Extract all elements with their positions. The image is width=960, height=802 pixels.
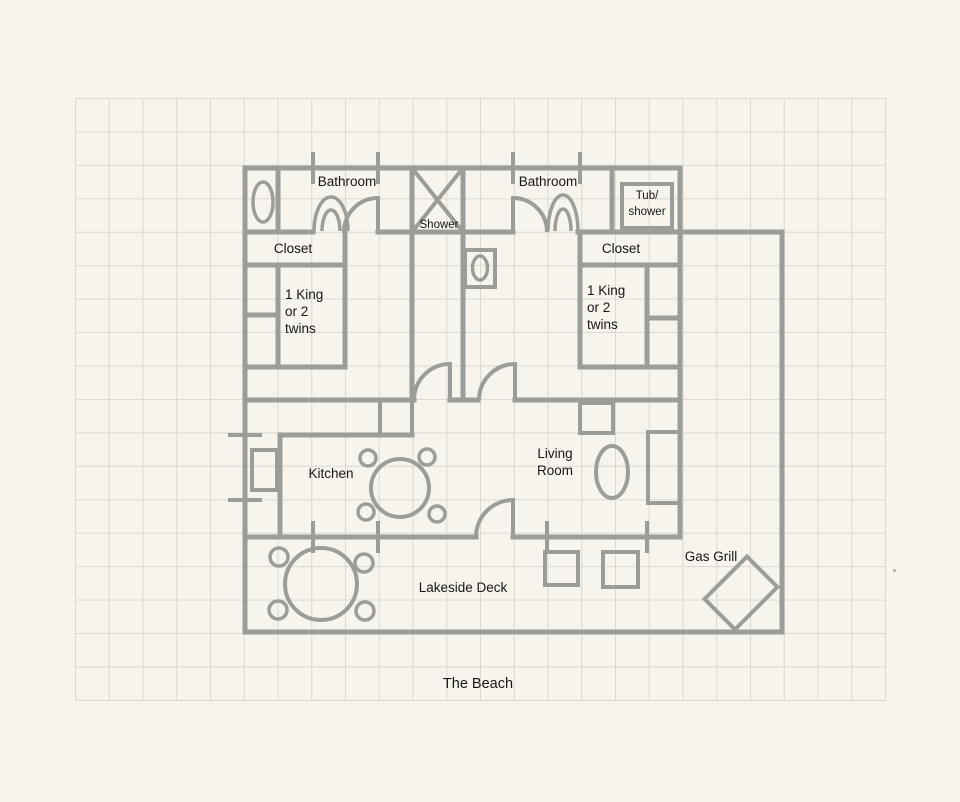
- deck-seat-square: [543, 550, 580, 587]
- hall-right-door-swing: [477, 361, 517, 401]
- beach-label: The Beach: [443, 676, 513, 692]
- shower-label: Shower: [420, 219, 459, 231]
- deck-chair: [353, 552, 375, 574]
- shower-x-mark: [410, 166, 465, 234]
- stove: [250, 448, 279, 492]
- kitchen-chair: [356, 502, 376, 522]
- kitchen-label: Kitchen: [308, 466, 353, 481]
- deck-door-swing: [474, 497, 515, 538]
- fixtures: [250, 166, 781, 633]
- bathroom-right-label: Bathroom: [519, 174, 578, 189]
- bathroom-left-door-swing: [342, 195, 380, 233]
- window-ticks: [228, 152, 649, 553]
- ink-speck: [893, 569, 896, 572]
- labels: Bathroom Bathroom Shower Tub/ shower Clo…: [274, 174, 737, 692]
- gas-grill-label: Gas Grill: [685, 549, 738, 564]
- toilet-oval-left: [251, 180, 275, 224]
- kitchen-table: [369, 457, 431, 519]
- closet-left-label: Closet: [274, 241, 313, 256]
- kitchen-chair: [417, 447, 437, 467]
- deck-chair: [267, 599, 289, 621]
- deck-label: Lakeside Deck: [419, 580, 508, 595]
- bed-right-label-line2: or 2: [587, 300, 610, 315]
- bed-right-label-line3: twins: [587, 317, 618, 332]
- left-wall-window-ticks: [228, 433, 262, 502]
- kitchen-chair: [358, 448, 378, 468]
- living-room-label-line2: Room: [537, 463, 573, 478]
- deck-seat-square: [601, 550, 640, 589]
- fireplace: [578, 401, 615, 435]
- doors: [342, 195, 549, 538]
- bed-left-label-line1: 1 King: [285, 287, 323, 302]
- hall-toilet-oval: [470, 254, 490, 282]
- bed-left-label-line3: twins: [285, 321, 316, 336]
- bathroom-right-door-swing: [511, 195, 549, 233]
- living-room-table-oval: [594, 444, 630, 500]
- tub-shower-box: [620, 182, 674, 230]
- closet-right-label: Closet: [602, 241, 641, 256]
- deck-chair: [354, 600, 376, 622]
- bathroom-left-label: Bathroom: [318, 174, 377, 189]
- bathroom-left-arch: [312, 195, 350, 232]
- bathroom-right-arch: [546, 193, 580, 232]
- top-wall-window-ticks: [311, 152, 582, 184]
- deck-table: [283, 546, 359, 622]
- bed-right-label-line1: 1 King: [587, 283, 625, 298]
- hall-pillar: [378, 398, 414, 437]
- kitchen-chair: [427, 504, 447, 524]
- hall-toilet-box: [463, 248, 497, 289]
- living-room-label-line1: Living: [537, 446, 572, 461]
- deck-chair: [268, 546, 290, 568]
- tub-shower-label-line2: shower: [628, 206, 665, 218]
- hall-left-door-swing: [412, 361, 452, 401]
- gas-grill: [701, 553, 781, 633]
- tub-shower-label-line1: Tub/: [636, 190, 659, 202]
- deck-wall-window-ticks: [311, 521, 649, 553]
- bed-left-label-line2: or 2: [285, 304, 308, 319]
- sofa: [646, 430, 682, 505]
